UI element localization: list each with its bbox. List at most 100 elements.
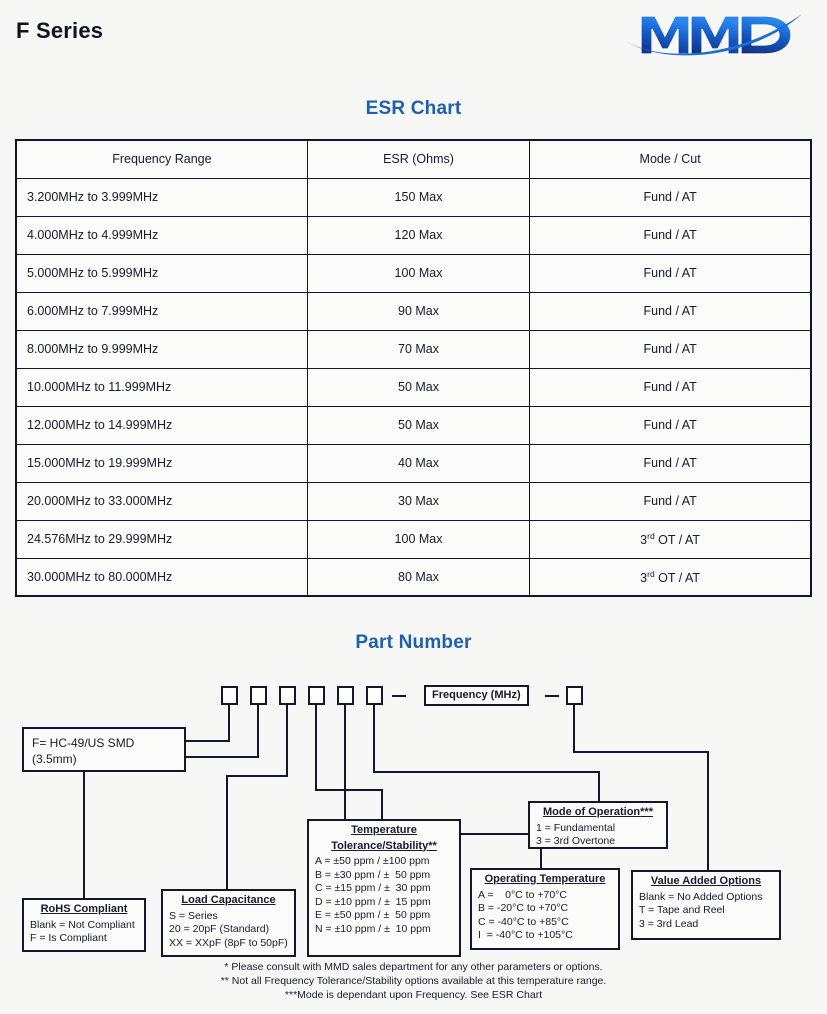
cell-esr-ohms: 100 Max <box>306 519 531 559</box>
column-header-frequency-range: Frequency Range <box>15 139 308 179</box>
legend-value-added-options-row-3: 3 = 3rd Lead <box>639 917 699 930</box>
mmd-logo <box>627 14 802 56</box>
connector-line <box>573 751 709 753</box>
legend-temperature-tolerance-row-5: E = ±50 ppm / ± 50 ppm <box>315 909 431 921</box>
esr-chart-heading: ESR Chart <box>365 98 462 119</box>
legend-operating-temperature: Operating Temperature A = 0°C to +70°C B… <box>470 868 620 950</box>
legend-rohs-title: RoHS Compliant <box>40 903 128 915</box>
connector-line <box>598 771 600 801</box>
legend-operating-temperature-title: Operating Temperature <box>484 873 606 885</box>
cell-esr-ohms: 50 Max <box>306 367 531 407</box>
legend-operating-temperature-row-4: I = -40°C to +105°C <box>478 929 573 941</box>
esr-table: Frequency Range ESR (Ohms) Mode / Cut 3.… <box>15 139 812 597</box>
footnote-2: ** Not all Frequency Tolerance/Stability… <box>220 975 607 987</box>
legend-value-added-options: Value Added Options Blank = No Added Opt… <box>631 870 781 940</box>
cell-frequency-range: 30.000MHz to 80.000MHz <box>15 557 308 597</box>
column-header-mode-cut: Mode / Cut <box>529 139 812 179</box>
cell-mode-cut: Fund / AT <box>529 215 812 255</box>
legend-rohs-row-2: F = Is Compliant <box>30 932 107 944</box>
cell-mode-cut: Fund / AT <box>529 367 812 407</box>
legend-value-added-options-title: Value Added Options <box>650 875 762 887</box>
table-header-row: Frequency Range ESR (Ohms) Mode / Cut <box>15 139 812 179</box>
legend-operating-temperature-row-1: A = 0°C to +70°C <box>478 888 567 901</box>
legend-temperature-tolerance-row-2: B = ±30 ppm / ± 50 ppm <box>315 868 431 881</box>
legend-temperature-tolerance-row-6: N = ±10 ppm / ± 10 ppm <box>315 922 431 935</box>
cell-esr-ohms: 100 Max <box>306 253 531 293</box>
legend-operating-temperature-row-3: C = -40°C to +85°C <box>478 915 569 928</box>
part-number-diagram: Frequency (MHz) F= HC-49/US SMD (3.5mm) … <box>0 660 827 1014</box>
legend-mode-of-operation-row-2: 3 = 3rd Overtone <box>536 835 616 847</box>
connector-line <box>540 833 542 868</box>
legend-load-capacitance-row-1: S = Series <box>169 909 218 922</box>
legend-mode-of-operation: Mode of Operation*** 1 = Fundamental 3 =… <box>528 801 668 849</box>
cell-esr-ohms: 40 Max <box>306 443 531 483</box>
cell-esr-ohms: 70 Max <box>306 329 531 369</box>
legend-package: F= HC-49/US SMD (3.5mm) <box>22 727 186 772</box>
connector-line <box>373 771 600 773</box>
cell-frequency-range: 4.000MHz to 4.999MHz <box>15 215 308 255</box>
pn-code-box-1[interactable] <box>221 686 238 705</box>
legend-value-added-options-row-1: Blank = No Added Options <box>639 890 763 903</box>
pn-separator-dash-1 <box>392 695 406 697</box>
legend-load-capacitance-title: Load Capacitance <box>181 894 276 906</box>
cell-esr-ohms: 80 Max <box>306 557 531 597</box>
part-number-heading: Part Number <box>355 632 472 653</box>
cell-esr-ohms: 150 Max <box>306 177 531 217</box>
cell-frequency-range: 8.000MHz to 9.999MHz <box>15 329 308 369</box>
legend-mode-of-operation-row-1: 1 = Fundamental <box>536 821 616 834</box>
connector-line <box>286 705 288 777</box>
legend-temperature-tolerance-row-1: A = ±50 ppm / ±100 ppm <box>315 855 430 867</box>
cell-mode-cut: Fund / AT <box>529 481 812 521</box>
footnotes: * Please consult with MMD sales departme… <box>0 960 827 1002</box>
connector-line <box>381 789 383 819</box>
cell-mode-cut: 3rd OT / AT <box>529 519 812 559</box>
cell-esr-ohms: 120 Max <box>306 215 531 255</box>
legend-operating-temperature-row-2: B = -20°C to +70°C <box>478 902 569 914</box>
cell-mode-cut: Fund / AT <box>529 329 812 369</box>
legend-load-capacitance-row-3: XX = XXpF (8pF to 50pF) <box>169 936 288 949</box>
legend-value-added-options-row-2: T = Tape and Reel <box>639 904 725 916</box>
connector-line <box>573 705 575 753</box>
cell-mode-cut: Fund / AT <box>529 253 812 293</box>
connector-line <box>315 705 317 791</box>
pn-frequency-field[interactable]: Frequency (MHz) <box>424 685 529 706</box>
cell-esr-ohms: 30 Max <box>306 481 531 521</box>
legend-package-line1: F= HC-49/US SMD <box>32 736 135 750</box>
footnote-1: * Please consult with MMD sales departme… <box>224 961 603 973</box>
pn-code-box-3[interactable] <box>279 686 296 705</box>
connector-line <box>257 705 259 758</box>
pn-code-box-6[interactable] <box>366 686 383 705</box>
connector-line <box>315 789 383 791</box>
legend-rohs: RoHS Compliant Blank = Not Compliant F =… <box>22 898 146 952</box>
cell-frequency-range: 12.000MHz to 14.999MHz <box>15 405 308 445</box>
legend-package-line2: (3.5mm) <box>32 752 77 766</box>
cell-frequency-range: 20.000MHz to 33.000MHz <box>15 481 308 521</box>
pn-code-box-4[interactable] <box>308 686 325 705</box>
cell-frequency-range: 6.000MHz to 7.999MHz <box>15 291 308 331</box>
pn-code-box-2[interactable] <box>250 686 267 705</box>
pn-code-box-5[interactable] <box>337 686 354 705</box>
connector-line <box>226 775 288 777</box>
cell-frequency-range: 3.200MHz to 3.999MHz <box>15 177 308 217</box>
connector-line <box>83 756 85 898</box>
connector-line <box>707 751 709 870</box>
connector-line <box>228 705 230 742</box>
cell-frequency-range: 5.000MHz to 5.999MHz <box>15 253 308 293</box>
legend-load-capacitance: Load Capacitance S = Series 20 = 20pF (S… <box>161 889 296 957</box>
connector-line <box>226 775 228 889</box>
cell-esr-ohms: 90 Max <box>306 291 531 331</box>
cell-frequency-range: 10.000MHz to 11.999MHz <box>15 367 308 407</box>
connector-line <box>148 740 230 742</box>
pn-code-box-7[interactable] <box>566 686 583 705</box>
pn-separator-dash-2 <box>545 695 559 697</box>
